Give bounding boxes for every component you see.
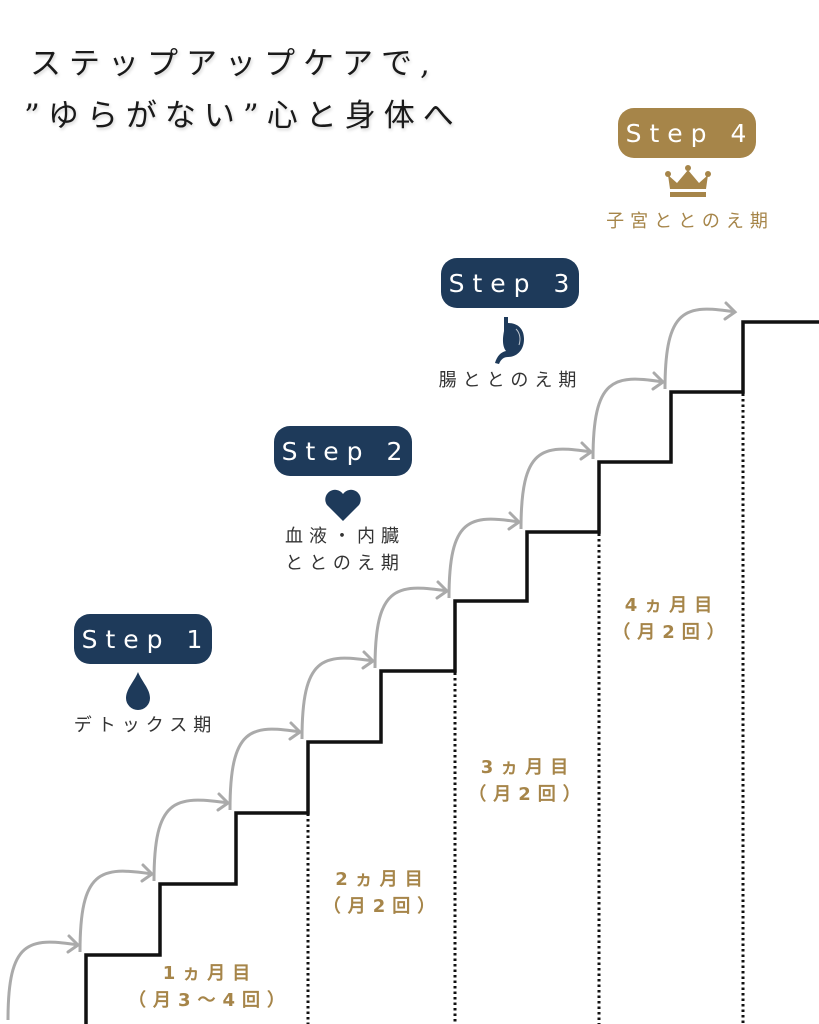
crown-icon [665,165,711,197]
step-arrow-6 [373,586,448,669]
step-3-label: Step 3 [448,268,578,298]
arrowhead-icon [140,863,155,883]
month-dividers [306,322,745,1024]
step-arrows [6,301,738,1021]
month-1-frequency: （月3〜4回） [127,990,293,1011]
step-2-label: Step 2 [281,436,411,466]
step-arrow-8 [519,447,592,530]
arrowhead-icon [216,792,231,812]
step-4-label: Step 4 [625,118,755,148]
step-arrow-3 [152,798,229,882]
heart-icon [325,489,361,521]
arrowhead-icon [651,371,666,391]
step-2-badge: Step 2 [274,426,412,476]
arrowhead-icon [288,721,303,741]
stomach-icon [495,317,524,364]
step-3-badge: Step 3 [441,258,579,308]
headline-line-1: ステップアップケアで, [30,46,438,82]
month-4-label: 4ヵ月目 （月2回） [601,592,743,646]
step-1-badge: Step 1 [74,614,212,664]
month-3-frequency: （月2回） [468,784,588,805]
step-arrow-2 [78,869,153,953]
month-3-label: 3ヵ月目 （月2回） [457,754,599,808]
step-2-phase-line-2: ととのえ期 [285,553,405,574]
headline-line-2: ”ゆらがない”心と身体へ [24,98,462,134]
arrowhead-icon [435,580,450,600]
step-3-phase: 腸ととのえ期 [438,370,583,391]
arrowhead-icon [361,650,376,670]
step-4-phase: 子宮ととのえ期 [606,211,774,232]
step-arrow-7 [447,517,520,599]
water-drop-icon [126,672,150,710]
step-2-phase-line-1: 血液・内臓 [285,526,405,547]
month-1-label: 1ヵ月目 （月3〜4回） [110,960,310,1014]
step-arrow-10 [663,307,736,390]
month-2-label: 2ヵ月目 （月2回） [310,866,455,920]
step-arrow-1 [6,940,79,1021]
arrowhead-icon [723,301,738,321]
staircase-line [84,320,819,1024]
arrowhead-icon [579,441,594,461]
month-2-title: 2ヵ月目 [335,869,430,890]
step-arrow-9 [591,377,664,460]
arrowhead-icon [507,511,522,531]
month-4-title: 4ヵ月目 [624,595,720,616]
step-1-phase: デトックス期 [73,715,218,736]
step-arrow-4 [228,727,301,811]
step-1-label: Step 1 [81,624,211,654]
step-4-badge: Step 4 [618,108,756,158]
month-3-title: 3ヵ月目 [480,757,576,778]
step-arrow-5 [300,656,374,740]
month-4-frequency: （月2回） [612,622,732,643]
month-1-title: 1ヵ月目 [162,963,258,984]
month-2-frequency: （月2回） [322,896,443,917]
arrowhead-icon [66,934,81,954]
